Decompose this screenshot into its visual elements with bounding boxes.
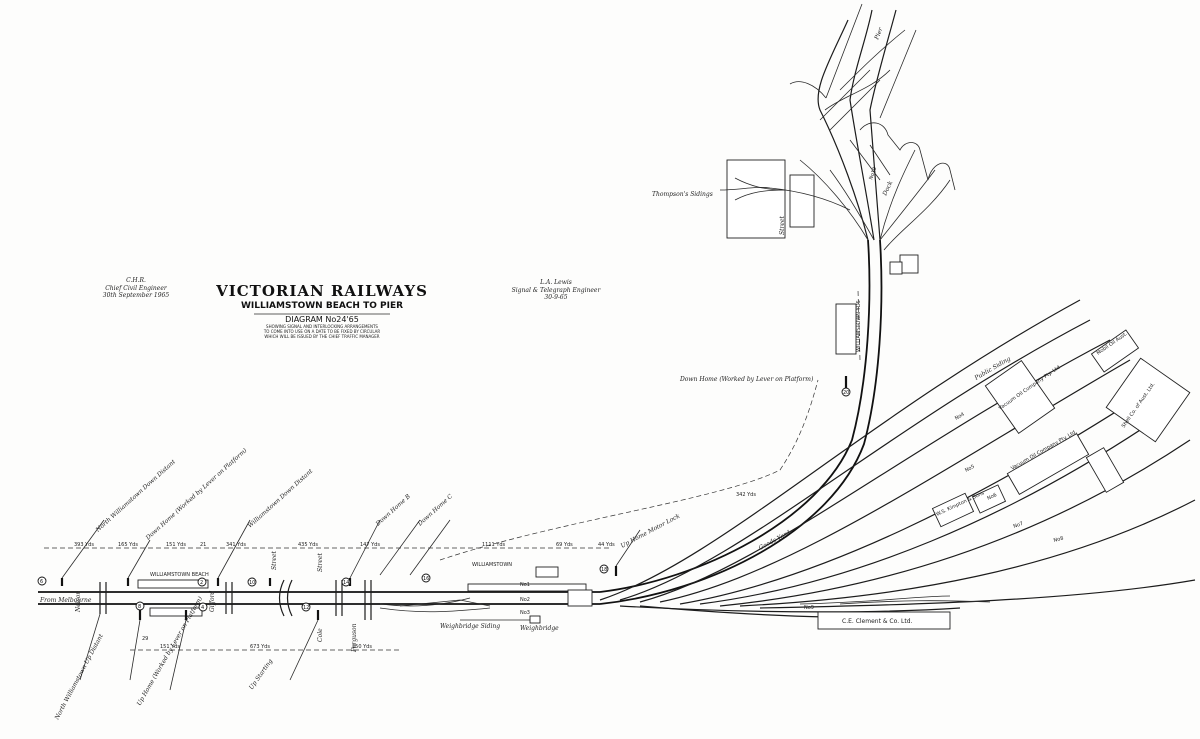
up-home-motor-label: Up Home Motor Lock xyxy=(620,512,682,549)
dim-147: 147 Yds xyxy=(360,542,380,548)
callout-leaders xyxy=(61,519,641,691)
signal-label: 8 xyxy=(138,604,141,610)
williamstown-yds-label: WILLIAMSTOWN YDS xyxy=(856,300,862,352)
signal-label: 4 xyxy=(201,605,204,611)
street-label-2: Street xyxy=(317,553,324,572)
signal-label: 2 xyxy=(200,580,203,586)
dim-673: 673 Yds xyxy=(250,644,270,650)
down-home-c-label: Down Home C xyxy=(416,493,454,529)
station-label-williamstown: WILLIAMSTOWN xyxy=(472,562,512,568)
williamstown-down-distant-label: Williamstown Down Distant xyxy=(247,467,315,529)
title-note-3: WHICH WILL BE ISSUED BY THE CHIEF TRAFFI… xyxy=(264,334,379,339)
road-no9-label: No9 xyxy=(804,605,814,611)
road-no3-label: No3 xyxy=(520,610,530,616)
track-labels: From Melbourne WILLIAMSTOWN BEACH WILLIA… xyxy=(39,26,1157,722)
title-main: VICTORIAN RAILWAYS xyxy=(215,282,428,300)
thompsons-sidings-label: Thompson's Sidings xyxy=(652,191,713,198)
signal-numbers: 6 8 2 4 10 12 14 16 18 20 xyxy=(37,387,851,612)
dim-44: 44 Yds xyxy=(598,542,615,548)
weighbridge-siding-label: Weighbridge Siding xyxy=(440,623,500,630)
title-sub: WILLIAMSTOWN BEACH TO PIER xyxy=(241,301,403,311)
weighbridge-label: Weighbridge xyxy=(520,625,559,632)
industry-boxes xyxy=(817,303,1191,630)
right-role: Signal & Telegraph Engineer xyxy=(512,287,602,294)
down-home-left-label: Down Home (Worked by Lever on Platform) xyxy=(144,447,249,542)
goods-yard-label: Goods Yard xyxy=(758,529,792,552)
road-no1-label: No1 xyxy=(520,582,530,588)
title-note-1: SHOWING SIGNAL AND INTERLOCKING ARRANGEM… xyxy=(266,324,378,329)
dim-435: 435 Yds xyxy=(298,542,318,548)
from-melbourne-label: From Melbourne xyxy=(39,597,92,604)
road-no8-label: No8 xyxy=(1053,536,1064,544)
street-crossings xyxy=(99,579,372,620)
street-label-1: Street xyxy=(271,551,278,570)
pier-label: Pier xyxy=(873,26,885,42)
title-block: VICTORIAN RAILWAYS WILLIAMSTOWN BEACH TO… xyxy=(215,282,428,339)
street-label-nelson: Nelson xyxy=(75,591,82,613)
thompsons-sidings xyxy=(719,159,919,275)
signal-label: 6 xyxy=(40,579,43,585)
left-date: 30th September 1965 xyxy=(103,292,170,299)
right-signature: L.A. Lewis xyxy=(539,279,572,286)
dim-151: 151 Yds xyxy=(166,542,186,548)
down-home-label: Down Home (Worked by Lever on Platform) xyxy=(679,376,814,383)
north-willi-up-distant-label: North Williamstown Up Distant xyxy=(53,633,105,722)
signal-label: 12 xyxy=(303,605,309,611)
signal-label: 10 xyxy=(249,580,255,586)
dim-393: 393 Yds xyxy=(74,542,94,548)
road-no5-label: No5 xyxy=(964,464,976,474)
signatures: C.H.R. Chief Civil Engineer 30th Septemb… xyxy=(103,277,602,301)
dim-29: 29 xyxy=(142,636,148,642)
street-label-3: Street xyxy=(779,216,786,235)
up-starting-label: Up Starting xyxy=(248,658,274,691)
dock-label: Dock xyxy=(881,180,894,198)
dimension-lines xyxy=(44,289,861,651)
dim-151b: 151 Yds xyxy=(160,644,180,650)
street-label-gifford: Gifford xyxy=(209,591,216,612)
dim-250: 250 Yds xyxy=(352,644,372,650)
signal-label: 14 xyxy=(343,580,349,586)
dim-341: 341 Yds xyxy=(226,542,246,548)
signal-label: 16 xyxy=(423,576,429,582)
dim-165: 165 Yds xyxy=(118,542,138,548)
pier-tracks xyxy=(789,3,956,251)
signal-posts xyxy=(60,376,848,620)
road-no7-label: No7 xyxy=(1013,521,1024,530)
dim-1111: 1111 Yds xyxy=(482,542,506,548)
title-diagram-number: DIAGRAM No24'65 xyxy=(285,315,359,324)
dim-21: 21 xyxy=(200,542,206,548)
road-no6-label: No6 xyxy=(986,492,998,502)
road-no10-label: No10 xyxy=(868,166,878,180)
signal-label: 18 xyxy=(601,567,607,573)
right-date: 30-9-65 xyxy=(544,294,567,301)
signal-label: 20 xyxy=(843,390,849,396)
platforms xyxy=(137,566,593,624)
left-signature: C.H.R. xyxy=(126,277,146,284)
road-no4-label: No4 xyxy=(954,412,966,422)
down-home-b-label: Down Home B xyxy=(374,493,412,529)
street-label-cole: Cole xyxy=(317,628,324,642)
dim-69: 69 Yds xyxy=(556,542,573,548)
road-no2-label: No2 xyxy=(520,597,530,603)
dim-342: 342 Yds xyxy=(736,492,756,498)
ce-clement-label: C.E. Clement & Co. Ltd. xyxy=(842,618,913,625)
station-label-beach: WILLIAMSTOWN BEACH xyxy=(150,572,209,578)
left-role: Chief Civil Engineer xyxy=(105,285,168,292)
street-label-ferguson: Ferguson xyxy=(351,623,358,653)
title-note-2: TO COME INTO USE ON A DATE TO BE FIXED B… xyxy=(263,329,381,334)
